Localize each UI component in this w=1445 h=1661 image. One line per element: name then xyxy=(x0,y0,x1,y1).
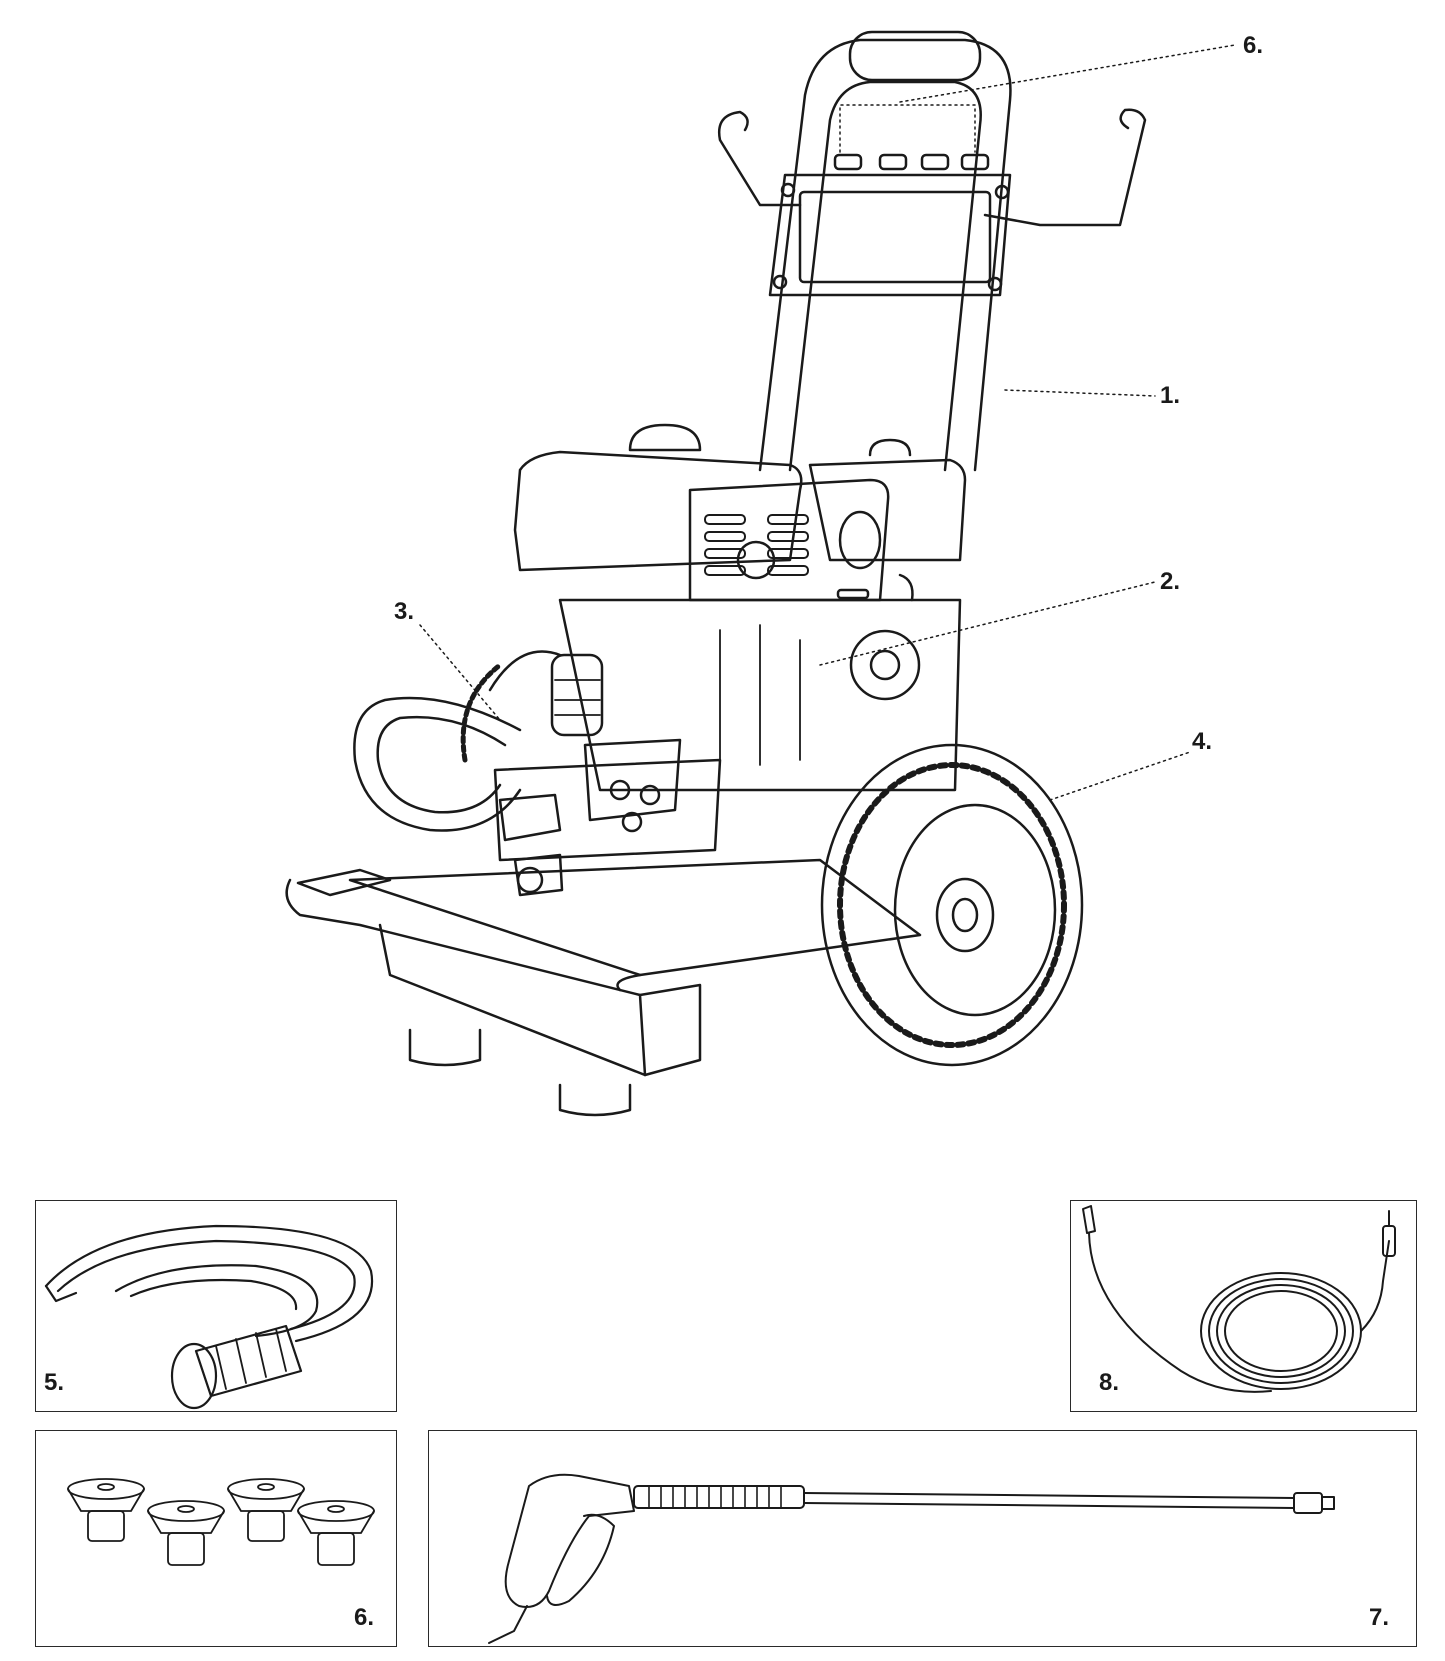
callout-wheel: 4. xyxy=(1192,728,1213,755)
callout-frame: 1. xyxy=(1160,382,1181,409)
nozzle-1 xyxy=(67,1478,145,1542)
leader-lines xyxy=(419,44,1236,801)
pump xyxy=(353,653,722,897)
pressure-washer-drawing xyxy=(285,30,1236,1117)
handle-frame xyxy=(717,30,1147,472)
panel-spray-gun: 7. xyxy=(428,1430,1417,1647)
nozzle-4 xyxy=(297,1500,375,1566)
panel-label-inlet-hose: 5. xyxy=(44,1369,65,1396)
nozzle-2 xyxy=(147,1500,225,1566)
high-pressure-hose-drawing xyxy=(1082,1205,1396,1393)
panel-label-high-pressure-hose: 8. xyxy=(1099,1369,1120,1396)
wheel xyxy=(460,650,1084,1067)
panel-nozzles: 6. xyxy=(35,1430,397,1647)
panel-inlet-hose: 5. xyxy=(35,1200,397,1412)
nozzles-drawing xyxy=(67,1478,375,1566)
callout-engine: 2. xyxy=(1160,568,1181,595)
engine xyxy=(513,423,967,792)
callout-nozzle-holder: 6. xyxy=(1243,32,1264,59)
inlet-hose-drawing xyxy=(44,1224,374,1410)
panel-label-spray-gun: 7. xyxy=(1369,1604,1390,1631)
panel-high-pressure-hose: 8. xyxy=(1070,1200,1417,1412)
panel-label-nozzles: 6. xyxy=(354,1604,375,1631)
spray-gun-drawing xyxy=(488,1473,1335,1644)
base xyxy=(285,858,922,1117)
callout-pump: 3. xyxy=(394,598,415,625)
nozzle-3 xyxy=(227,1478,305,1542)
stored-nozzles xyxy=(833,153,990,171)
